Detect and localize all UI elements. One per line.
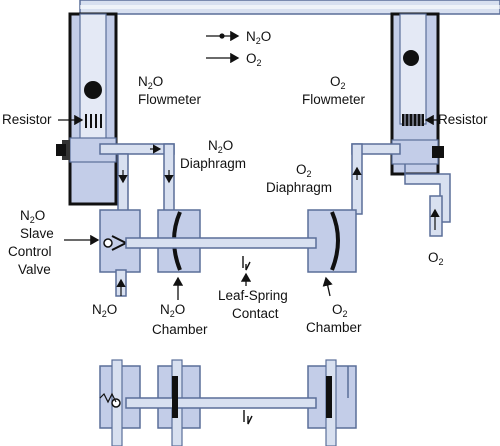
legend-n2o-label: N2O (246, 29, 271, 46)
n2o-diaphragm-label: N2O (208, 138, 233, 155)
n2o-slave-valve-label-line2: Slave (20, 226, 54, 241)
o2-flowmeter-label: O2 (330, 74, 346, 91)
n2o-slave-valve-label-line4: Valve (18, 262, 51, 277)
n2o-inlet-label: N2O (92, 302, 117, 319)
n2o-resistor (85, 114, 102, 128)
flow-arrows (116, 144, 440, 296)
connecting-shaft (125, 237, 317, 249)
n2o-slave-valve-body (99, 209, 141, 297)
n2o-needle-knob (56, 144, 66, 156)
o2-inlet-label: O2 (428, 250, 444, 267)
o2-resistor (402, 114, 424, 126)
o2-needle-knob (432, 146, 444, 158)
n2o-diaphragm-label-line2: Diaphragm (180, 156, 246, 171)
n2o-flowmeter-label-line2: Flowmeter (138, 92, 202, 107)
o2-flowmeter (390, 12, 444, 176)
n2o-chamber-label-line2: Chamber (152, 322, 208, 337)
top-pipe (79, 0, 500, 15)
leaf-spring-contact (242, 256, 251, 271)
o2-float-ball (403, 50, 419, 66)
n2o-flowmeter-label: N2O (138, 74, 163, 91)
legend: N2O O2 (206, 29, 271, 68)
o2-chamber-label-line2: Chamber (306, 320, 362, 335)
o2-flowmeter-label-line2: Flowmeter (302, 92, 366, 107)
n2o-chamber-label: N2O (160, 302, 185, 319)
o2-chamber-arrow (322, 276, 333, 297)
n2o-slave-valve-label: N2O (20, 208, 45, 225)
n2o-flowmeter (56, 12, 118, 206)
o2-diaphragm-label: O2 (296, 162, 312, 179)
o2-diaphragm-label-line2: Diaphragm (266, 180, 332, 195)
n2o-slave-valve-label-line3: Control (8, 244, 52, 259)
resistor-left-label: Resistor (2, 112, 52, 127)
lower-valve-assembly (99, 359, 357, 446)
legend-o2-label: O2 (246, 51, 262, 68)
n2o-float-ball (84, 81, 102, 99)
resistor-right-label: Resistor (438, 112, 488, 127)
o2-diaphragm (330, 211, 340, 271)
leaf-spring-label-line2: Contact (232, 306, 279, 321)
leaf-spring-label: Leaf-Spring (218, 288, 288, 303)
o2-chamber-label: O2 (332, 302, 348, 319)
